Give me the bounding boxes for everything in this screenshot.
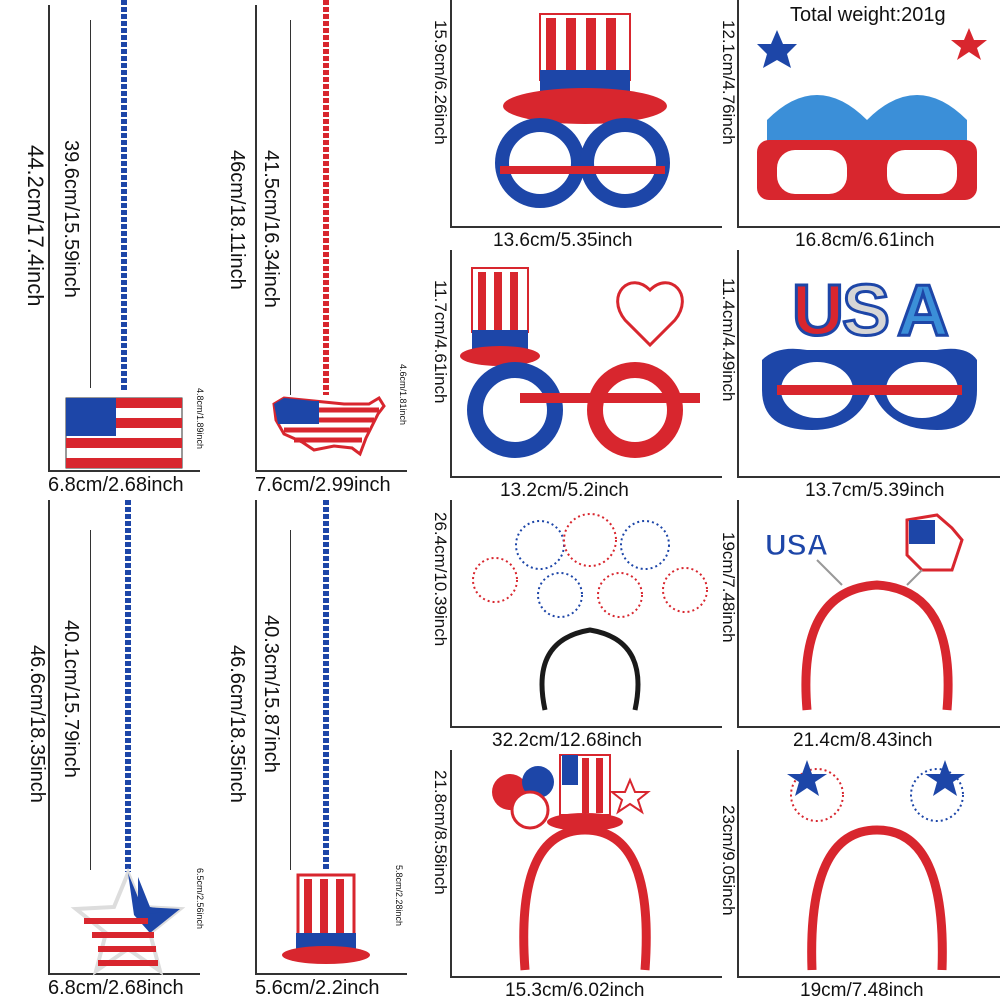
glasses-usa-width: 13.7cm/5.39inch	[805, 480, 945, 501]
glasses-hat-width: 13.6cm/5.35inch	[493, 230, 633, 251]
headband-stars-height: 23cm/9.05inch	[719, 805, 738, 916]
necklace-usa-inner-line	[290, 20, 291, 395]
necklace-hat-illustration	[282, 500, 370, 964]
headband-hat-height: 21.8cm/8.58inch	[431, 770, 450, 895]
glasses-hat-heart-frame	[450, 250, 722, 478]
svg-text:A: A	[897, 271, 949, 351]
glasses-liberty-frame	[737, 0, 1000, 228]
headband-hat-width: 15.3cm/6.02inch	[505, 980, 645, 1001]
headband-usa-frame	[737, 500, 1000, 728]
svg-text:USA: USA	[765, 529, 828, 562]
headband-tinsel-height: 26.4cm/10.39inch	[431, 512, 450, 647]
glasses-usa-height: 11.4cm/4.49inch	[719, 278, 738, 402]
necklace-flag-illustration	[65, 0, 183, 469]
necklace-usa-pendant-height: 4.6cm/1.81inch	[398, 364, 408, 426]
headband-stars-width: 19cm/7.48inch	[800, 980, 924, 1001]
hat-pendant	[282, 873, 370, 964]
glasses-hat-illustration	[495, 13, 670, 208]
glasses-hat-heart-width: 13.2cm/5.2inch	[500, 480, 629, 501]
usa-pendant	[272, 395, 386, 457]
necklace-usa-illustration	[272, 0, 386, 457]
headband-stars-frame	[737, 750, 1000, 978]
necklace-flag-width: 6.8cm/2.68inch	[48, 474, 184, 496]
star-pendant	[70, 867, 186, 976]
headband-usa-height: 19cm/7.48inch	[719, 532, 738, 643]
svg-text:U: U	[792, 271, 844, 351]
necklace-star-frame	[48, 500, 200, 975]
headband-tinsel-illustration	[472, 513, 708, 711]
necklace-usa-width: 7.6cm/2.99inch	[255, 474, 391, 496]
glasses-hat-height: 15.9cm/6.26inch	[431, 20, 450, 145]
headband-stars-illustration	[787, 760, 965, 971]
necklace-star-width: 6.8cm/2.68inch	[48, 977, 184, 999]
glasses-usa-frame	[737, 250, 1000, 478]
glasses-liberty-illustration	[757, 28, 987, 200]
flag-pendant	[65, 397, 183, 469]
glasses-hat-frame	[450, 0, 722, 228]
headband-tinsel-width: 32.2cm/12.68inch	[492, 730, 642, 751]
headband-hat-frame	[450, 750, 722, 978]
headband-hat-illustration	[492, 754, 651, 971]
necklace-flag-inner-line	[90, 20, 91, 388]
necklace-star-inner-line	[90, 530, 91, 870]
necklace-hat-pendant-height: 5.8cm/2.28inch	[394, 865, 404, 927]
svg-text:S: S	[842, 271, 890, 351]
necklace-usa-frame	[255, 5, 407, 472]
necklace-hat-inner-line	[290, 530, 291, 870]
headband-usa-width: 21.4cm/8.43inch	[793, 730, 933, 751]
necklace-star-illustration	[70, 500, 186, 976]
necklace-flag-frame	[48, 5, 200, 472]
glasses-usa-illustration: U S A	[762, 270, 977, 430]
glasses-liberty-width: 16.8cm/6.61inch	[795, 230, 935, 251]
glasses-hat-heart-illustration	[460, 267, 700, 458]
necklace-hat-width: 5.6cm/2.2inch	[255, 977, 380, 999]
headband-tinsel-frame	[450, 500, 722, 728]
total-weight: Total weight:201g	[790, 4, 946, 26]
glasses-liberty-height: 12.1cm/4.76inch	[719, 20, 738, 145]
necklace-hat-frame	[255, 500, 407, 975]
glasses-hat-heart-height: 11.7cm/4.61inch	[431, 280, 450, 404]
headband-usa-illustration: USA	[765, 513, 964, 711]
